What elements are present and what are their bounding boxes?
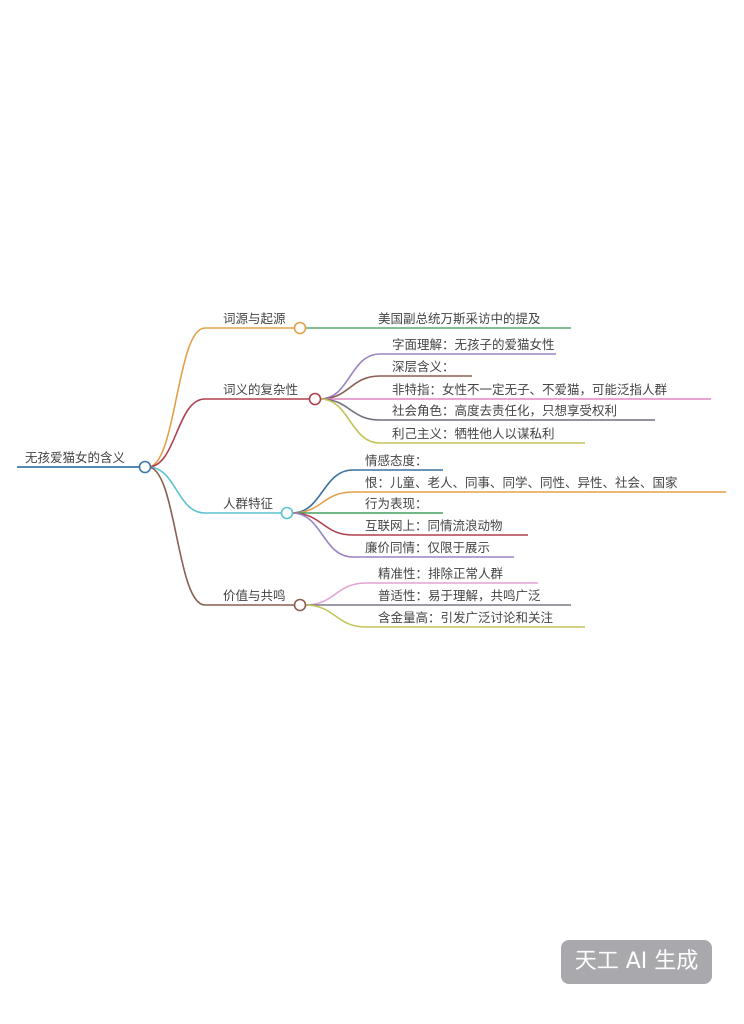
branch-connector	[147, 398, 206, 468]
child-node-label[interactable]: 普适性：易于理解，共鸣广泛	[378, 588, 541, 603]
root-collapse-toggle[interactable]	[138, 460, 152, 474]
root-node-label[interactable]: 无孩爱猫女的含义	[25, 450, 126, 465]
child-node-label[interactable]: 利己主义：牺牲他人以谋私利	[392, 426, 555, 441]
child-node-label[interactable]: 美国副总统万斯采访中的提及	[378, 311, 541, 326]
child-node-label[interactable]: 恨：儿童、老人、同事、同学、同性、异性、社会、国家	[365, 475, 678, 490]
branch-collapse-toggle[interactable]	[280, 506, 294, 520]
child-node-label[interactable]: 非特指：女性不一定无子、不爱猫，可能泛指人群	[392, 382, 668, 397]
branch-connector	[147, 466, 206, 514]
child-connector	[304, 604, 367, 628]
child-node-label[interactable]: 深层含义：	[392, 359, 455, 374]
child-connector	[291, 491, 354, 514]
child-connector	[319, 398, 381, 421]
watermark-badge: 天工 AI 生成	[561, 940, 712, 984]
child-node-label[interactable]: 行为表现：	[365, 496, 428, 511]
child-node-label[interactable]: 含金量高：引发广泛讨论和关注	[378, 610, 554, 625]
branch-node-label[interactable]: 词义的复杂性	[223, 382, 298, 397]
child-node-label[interactable]: 字面理解：无孩子的爱猫女性	[392, 337, 555, 352]
child-node-label[interactable]: 情感态度：	[365, 453, 428, 468]
branch-node-label[interactable]: 价值与共鸣	[223, 588, 286, 603]
branch-collapse-toggle[interactable]	[293, 321, 307, 335]
child-connector	[319, 375, 381, 400]
branch-collapse-toggle[interactable]	[308, 392, 322, 406]
branch-node-label[interactable]: 词源与起源	[223, 311, 286, 326]
child-connector	[291, 469, 354, 514]
child-connector	[319, 398, 381, 444]
branch-collapse-toggle[interactable]	[293, 598, 307, 612]
child-node-label[interactable]: 精准性：排除正常人群	[378, 566, 504, 581]
child-connector	[304, 582, 367, 606]
child-connector	[291, 512, 354, 536]
branch-node-label[interactable]: 人群特征	[223, 496, 274, 511]
child-connector	[291, 512, 354, 558]
branch-connector	[147, 466, 206, 606]
child-node-label[interactable]: 互联网上：同情流浪动物	[365, 518, 503, 533]
child-node-label[interactable]: 廉价同情：仅限于展示	[365, 540, 490, 555]
child-node-label[interactable]: 社会角色：高度去责任化，只想享受权利	[392, 403, 617, 418]
branch-connector	[147, 327, 206, 468]
